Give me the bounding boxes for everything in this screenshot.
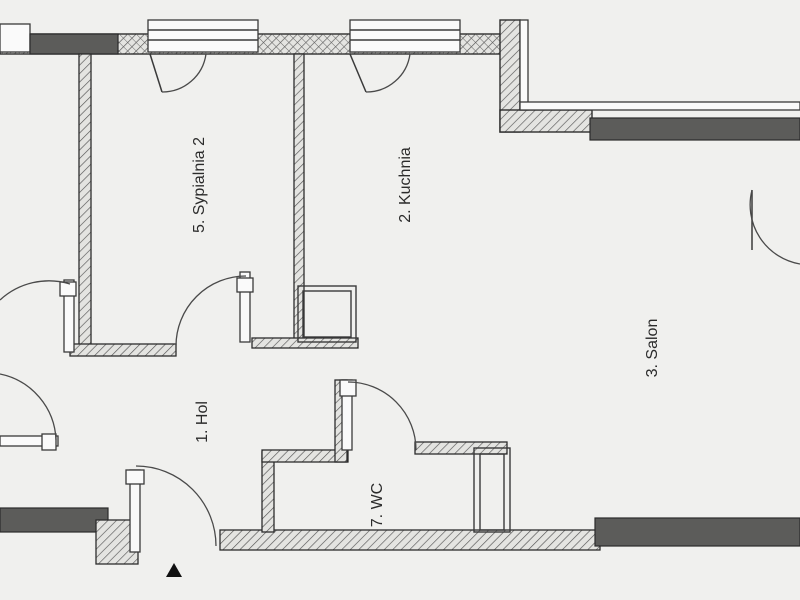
room-label-hol: 1. Hol (194, 401, 211, 443)
salon-door-swing (749, 189, 800, 265)
bedroom-door (175, 271, 254, 347)
bedroom-window-swing (149, 53, 207, 93)
wc-walls (261, 379, 511, 533)
bedroom-left-wall (69, 53, 177, 357)
bedroom-kitchen-wall (251, 53, 359, 349)
bottom-exterior-wall (0, 507, 800, 565)
room-label-sypialnia: 5. Sypialnia 2 (191, 137, 208, 233)
room-label-wc: 7. WC (369, 483, 386, 527)
entrance-arrow-icon (166, 563, 182, 577)
room-label-salon: 3. Salon (644, 319, 661, 378)
outer-wall-step (499, 19, 800, 141)
top-exterior-wall (0, 19, 516, 55)
entrance-door (125, 465, 217, 553)
room-label-kuchnia: 2. Kuchnia (397, 147, 414, 223)
wc-door (339, 379, 417, 451)
hall-lower-left-door (0, 373, 59, 451)
hall-left-door (0, 279, 77, 353)
kitchen-window-swing (349, 53, 411, 93)
